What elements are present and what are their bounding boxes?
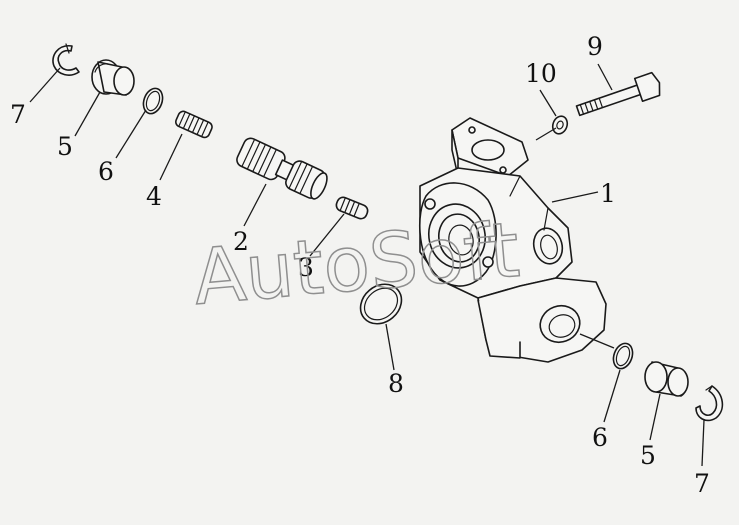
callout-10: 10 xyxy=(525,59,557,88)
callout-5-top: 5 xyxy=(57,132,73,161)
pin xyxy=(335,196,369,220)
o-ring-top-left xyxy=(142,87,164,115)
callout-6-top: 6 xyxy=(98,157,114,186)
callout-5-bottom: 5 xyxy=(640,441,656,470)
valve-body xyxy=(418,117,607,363)
callout-2: 2 xyxy=(233,227,249,256)
snap-ring-top-left xyxy=(52,43,80,76)
callout-4: 4 xyxy=(146,182,162,211)
washer xyxy=(551,115,569,135)
o-ring-bottom-right xyxy=(612,342,634,370)
spool xyxy=(236,137,328,200)
watermark: AutoSoft xyxy=(190,205,523,322)
callout-9: 9 xyxy=(587,32,603,61)
bolt xyxy=(575,71,661,117)
callout-6-bottom: 6 xyxy=(592,423,608,452)
snap-ring-bottom-right xyxy=(695,385,724,422)
callout-7-top: 7 xyxy=(10,100,26,129)
plug-bottom-right xyxy=(644,361,689,397)
callout-3: 3 xyxy=(298,253,314,282)
leader-lines xyxy=(29,63,705,467)
callout-8: 8 xyxy=(388,369,404,398)
spring xyxy=(175,110,213,139)
callout-1: 1 xyxy=(600,179,616,208)
plug-top-left xyxy=(91,59,135,96)
callout-7-bottom: 7 xyxy=(694,469,710,498)
